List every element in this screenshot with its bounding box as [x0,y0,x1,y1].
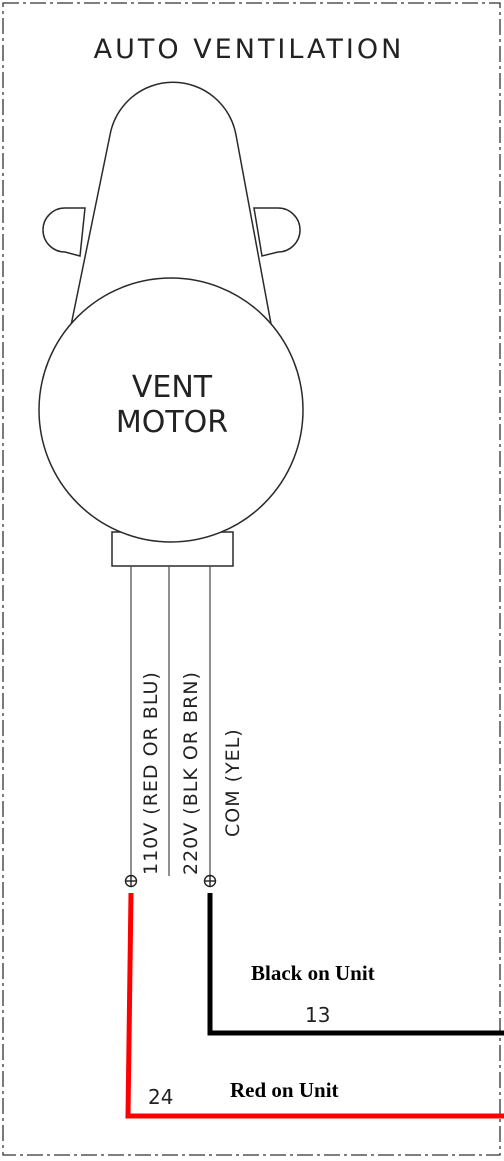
terminal-13-label: 13 [305,1003,330,1027]
wire-leads [130,566,211,876]
wire-label-110v: 110V (RED OR BLU) [140,671,162,875]
motor-circle [38,277,304,543]
diagram-title: AUTO VENTILATION [94,34,405,65]
black-on-unit-label: Black on Unit [251,961,375,985]
red-on-unit-label: Red on Unit [230,1078,339,1102]
right-mount-ear [253,207,301,257]
red-connection-wire [125,892,504,1119]
vent-motor [38,81,304,567]
motor-label-line1: VENT [132,370,213,405]
wire-label-220v: 220V (BLK OR BRN) [180,671,202,875]
black-connection-wire [207,893,504,1036]
motor-housing [67,81,275,341]
wire-label-com: COM (YEL) [222,728,244,837]
terminal-24-label: 24 [148,1085,173,1109]
motor-label-line2: MOTOR [116,405,228,440]
left-mount-ear [42,207,86,257]
terminal-110v [124,874,138,888]
terminal-com [203,874,217,888]
